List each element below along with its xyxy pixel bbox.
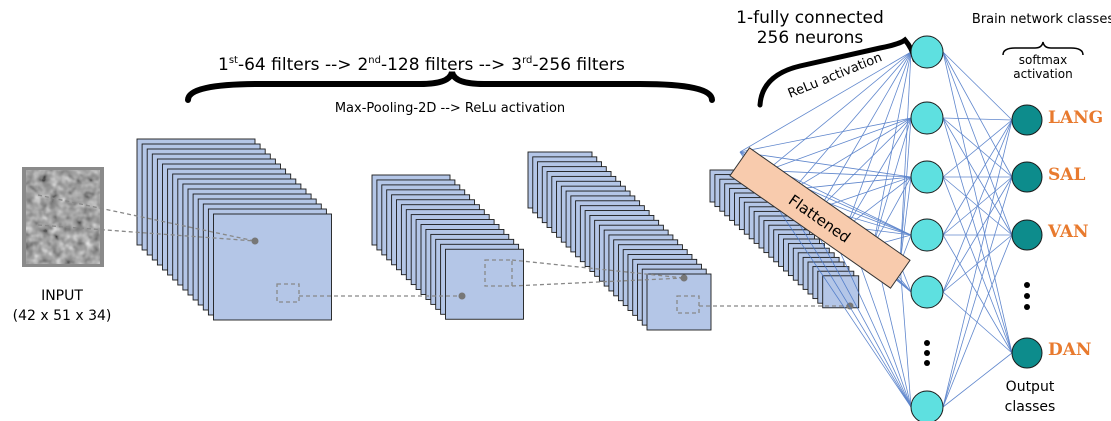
conv-brace [185, 71, 715, 103]
connection-line [846, 176, 912, 227]
output-neuron [1011, 219, 1043, 251]
fc-neuron [910, 101, 944, 135]
fc-neuron [910, 218, 944, 252]
connection-line [899, 263, 912, 408]
connection-line [872, 51, 912, 246]
connection-line [942, 234, 1013, 408]
fc-neuron [910, 35, 944, 69]
conv4-stack [709, 169, 860, 309]
output-title: Brain network classes [972, 12, 1111, 27]
connection-line [942, 176, 1013, 408]
connection-line [942, 117, 1013, 121]
output-neuron [1011, 104, 1043, 136]
connection-line [739, 151, 912, 178]
feature-map [646, 273, 712, 331]
connection-line [942, 352, 1013, 408]
conv1-stack [136, 138, 332, 321]
connection-line [942, 119, 1013, 236]
connection-line [766, 117, 912, 172]
connection-line [793, 117, 912, 190]
connection-line [793, 51, 912, 190]
feature-map [213, 213, 332, 321]
connection-line [942, 176, 1013, 293]
fc-neuron [910, 160, 944, 194]
connection-line [899, 117, 912, 265]
connection-line [793, 176, 912, 190]
softmax-line2: activation [1013, 67, 1072, 81]
receptive-field-dots [251, 237, 854, 310]
output-caption-line1: Output [1006, 379, 1055, 395]
connection-line [899, 176, 912, 265]
pooling-label: Max-Pooling-2D --> ReLu activation [335, 101, 565, 116]
connection-line [942, 119, 1013, 178]
connection-line [819, 51, 912, 209]
fc-brace [757, 36, 918, 108]
connection-line [942, 51, 1013, 354]
class-label-lang: LANG [1048, 108, 1103, 128]
output-ellipsis [1024, 282, 1030, 310]
connection-line [942, 119, 1013, 408]
fc-neuron [910, 390, 944, 421]
input-image [22, 167, 104, 267]
connection-line [942, 119, 1013, 293]
softmax-brace [1002, 41, 1084, 56]
output-neuron [1011, 161, 1043, 193]
class-label-dan: DAN [1048, 340, 1091, 360]
connection-line [942, 234, 1013, 354]
filters-title: 1st-64 filters -->2nd-128 filters -->3rd… [218, 55, 625, 75]
conv2-stack [371, 174, 524, 320]
input-dims: (42 x 51 x 34) [13, 308, 112, 324]
receptive-field-lines [37, 194, 850, 314]
connection-line [942, 51, 1013, 236]
connection-line [872, 117, 912, 246]
fc-ellipsis [924, 340, 930, 366]
connection-line [766, 51, 912, 171]
connection-line [942, 51, 1013, 121]
connection-line [942, 51, 1013, 178]
output-neurons [1011, 104, 1043, 369]
conv3-stack [527, 151, 712, 331]
input-label: INPUT [41, 288, 83, 304]
class-label-sal: SAL [1048, 165, 1085, 185]
output-caption-line2: classes [1005, 399, 1056, 415]
connection-line [846, 117, 912, 227]
fc-neuron [910, 275, 944, 309]
feature-map-stacks [136, 138, 860, 331]
softmax-line1: softmax [1019, 53, 1067, 67]
connection-line [819, 117, 912, 209]
connection-line [872, 176, 912, 246]
connection-line [942, 291, 1013, 354]
connection-line [942, 117, 1013, 354]
connection-line [739, 51, 912, 153]
class-label-van: VAN [1047, 222, 1089, 242]
connection-line [739, 117, 912, 153]
connection-line [899, 51, 912, 265]
connection-line [819, 176, 912, 209]
output-neuron [1011, 337, 1043, 369]
fc-title-line1: 1-fully connected [736, 8, 884, 28]
fc-neurons [910, 35, 944, 421]
fc-title-line2: 256 neurons [757, 28, 864, 48]
connection-line [846, 51, 912, 227]
